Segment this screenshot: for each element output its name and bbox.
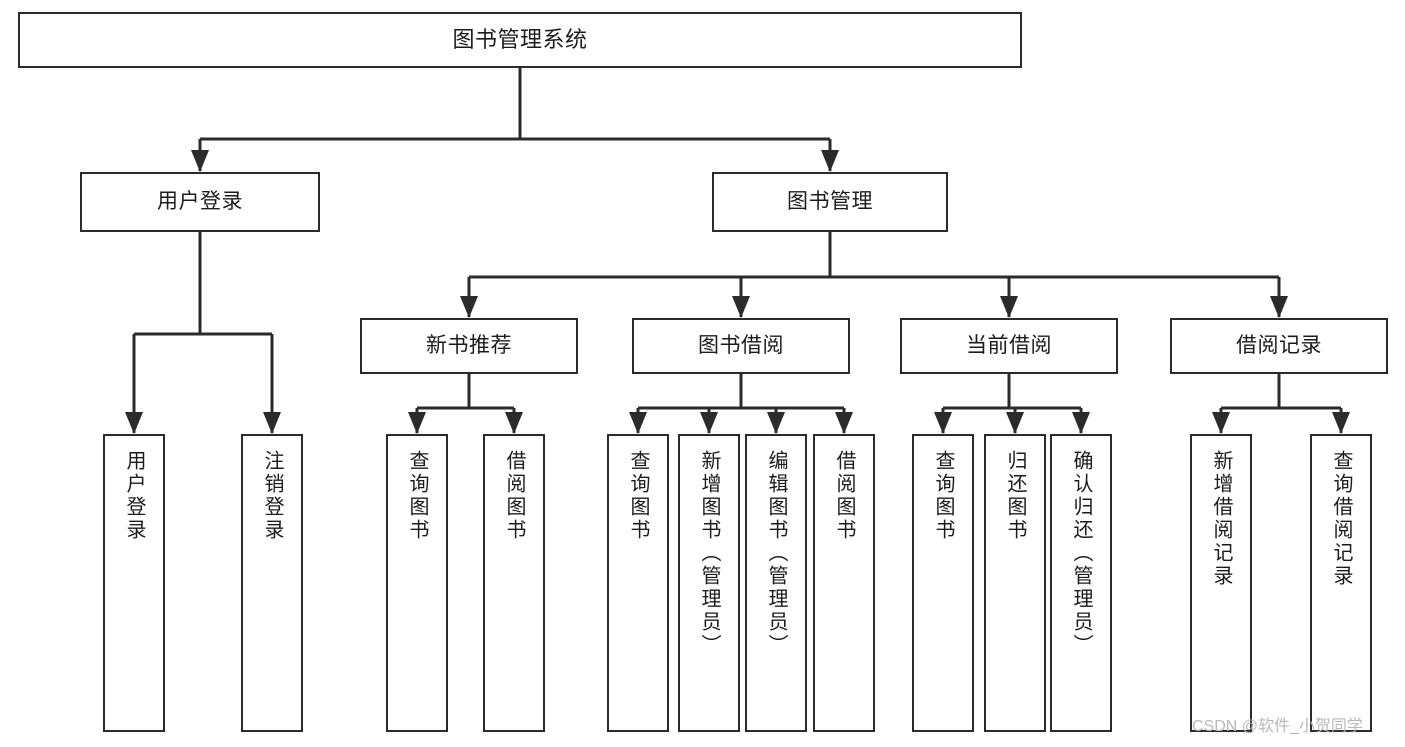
node-l3_2[interactable]: 当前借阅 bbox=[900, 318, 1118, 374]
node-leaf_8[interactable]: 查询图书 bbox=[912, 434, 974, 732]
edge-book-management-to-book-borrow-arrowhead bbox=[732, 296, 750, 318]
edge-book-management-to-borrow-record-arrowhead bbox=[1270, 296, 1288, 318]
node-label: 图书管理 bbox=[787, 190, 873, 214]
node-l2_0[interactable]: 用户登录 bbox=[80, 172, 320, 232]
node-label: 新增借阅记录 bbox=[1210, 450, 1232, 588]
node-label: 确认归还（管理员） bbox=[1070, 450, 1092, 657]
node-label: 查询借阅记录 bbox=[1330, 450, 1352, 588]
node-label: 用户登录 bbox=[123, 450, 145, 542]
node-leaf_10[interactable]: 确认归还（管理员） bbox=[1050, 434, 1112, 732]
node-root[interactable]: 图书管理系统 bbox=[18, 12, 1022, 68]
node-label: 图书借阅 bbox=[698, 334, 784, 358]
node-label: 查询图书 bbox=[627, 450, 649, 542]
csdn-watermark: CSDN @软件_小贺同学 bbox=[1192, 718, 1363, 735]
node-label: 查询图书 bbox=[406, 450, 428, 542]
edge-current-borrow-to-query-arrowhead bbox=[934, 412, 952, 434]
node-label: 新书推荐 bbox=[426, 334, 512, 358]
node-label: 借阅图书 bbox=[503, 450, 525, 542]
node-label: 借阅记录 bbox=[1236, 334, 1322, 358]
edge-user-login-to-login-arrowhead bbox=[125, 412, 143, 434]
edge-book-borrow-to-borrow-arrowhead bbox=[835, 412, 853, 434]
node-label: 新增图书（管理员） bbox=[698, 450, 720, 657]
node-leaf_4[interactable]: 查询图书 bbox=[607, 434, 669, 732]
edge-book-borrow-to-add-arrowhead bbox=[700, 412, 718, 434]
edge-current-borrow-to-return-arrowhead bbox=[1006, 412, 1024, 434]
edge-root-to-user-login-arrowhead bbox=[191, 150, 209, 172]
node-label: 借阅图书 bbox=[833, 450, 855, 542]
edge-book-management-to-new-book-recommend-arrowhead bbox=[460, 296, 478, 318]
edge-book-management-to-current-borrow-arrowhead bbox=[1000, 296, 1018, 318]
node-l3_1[interactable]: 图书借阅 bbox=[632, 318, 850, 374]
node-leaf_3[interactable]: 借阅图书 bbox=[483, 434, 545, 732]
node-leaf_6[interactable]: 编辑图书（管理员） bbox=[745, 434, 807, 732]
node-label: 图书管理系统 bbox=[452, 26, 588, 52]
node-l3_0[interactable]: 新书推荐 bbox=[360, 318, 578, 374]
node-label: 归还图书 bbox=[1004, 450, 1026, 542]
node-leaf_9[interactable]: 归还图书 bbox=[984, 434, 1046, 732]
edge-user-login-to-logout-arrowhead bbox=[263, 412, 281, 434]
edge-root-to-book-management-arrowhead bbox=[821, 150, 839, 172]
node-leaf_1[interactable]: 注销登录 bbox=[241, 434, 303, 732]
node-leaf_5[interactable]: 新增图书（管理员） bbox=[678, 434, 740, 732]
node-label: 查询图书 bbox=[932, 450, 954, 542]
node-label: 当前借阅 bbox=[966, 334, 1052, 358]
node-label: 注销登录 bbox=[261, 450, 283, 542]
node-l3_3[interactable]: 借阅记录 bbox=[1170, 318, 1388, 374]
node-leaf_7[interactable]: 借阅图书 bbox=[813, 434, 875, 732]
edge-borrow-record-to-query-arrowhead bbox=[1332, 412, 1350, 434]
edge-current-borrow-to-confirm-arrowhead bbox=[1072, 412, 1090, 434]
node-leaf_12[interactable]: 查询借阅记录 bbox=[1310, 434, 1372, 732]
node-label: 用户登录 bbox=[157, 190, 243, 214]
edge-new-book-to-borrow-arrowhead bbox=[505, 412, 523, 434]
node-leaf_2[interactable]: 查询图书 bbox=[386, 434, 448, 732]
edge-book-borrow-to-query-arrowhead bbox=[629, 412, 647, 434]
node-leaf_11[interactable]: 新增借阅记录 bbox=[1190, 434, 1252, 732]
edge-new-book-to-query-arrowhead bbox=[408, 412, 426, 434]
edge-borrow-record-to-add-arrowhead bbox=[1212, 412, 1230, 434]
node-label: 编辑图书（管理员） bbox=[765, 450, 787, 657]
node-leaf_0[interactable]: 用户登录 bbox=[103, 434, 165, 732]
node-l2_1[interactable]: 图书管理 bbox=[712, 172, 948, 232]
edge-book-borrow-to-edit-arrowhead bbox=[767, 412, 785, 434]
